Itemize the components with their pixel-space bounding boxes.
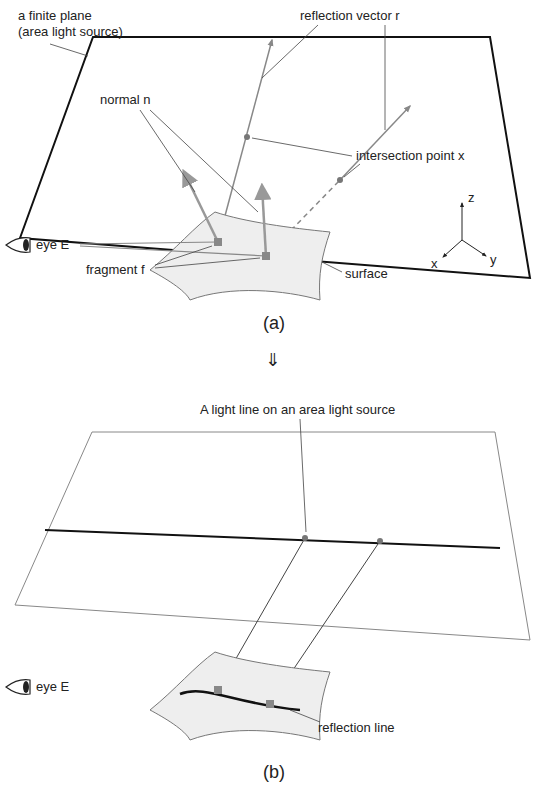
axis-label: z — [468, 190, 475, 205]
fragment-label: fragment f — [86, 262, 145, 277]
down-arrow-symbol: ⇓ — [265, 350, 280, 370]
axes — [443, 203, 486, 257]
surface — [150, 652, 330, 740]
light-line — [45, 530, 500, 548]
fragment-dot — [214, 686, 222, 694]
plane-label: a finite plane — [18, 8, 92, 23]
intersection-dot — [302, 535, 308, 541]
eye-label: eye E — [36, 237, 69, 252]
axis-label: x — [431, 256, 438, 271]
fragment-dot — [214, 238, 222, 246]
fragment-dot — [262, 252, 270, 260]
reflection-line — [180, 691, 300, 710]
surface — [150, 212, 330, 300]
figure-tag: (b) — [263, 762, 285, 782]
axis-label: y — [490, 252, 497, 267]
fragment-dot — [266, 700, 274, 708]
eye-label: eye E — [36, 679, 69, 694]
intersection-dot — [377, 538, 383, 544]
intersection-label: intersection point x — [356, 148, 464, 163]
normal-label: normal n — [100, 92, 151, 107]
eye-icon — [6, 238, 30, 253]
figure-tag: (a) — [263, 313, 285, 333]
vector-label: reflection vector r — [300, 8, 400, 23]
surface-label: surface — [345, 266, 388, 281]
plane-label: (area light source) — [18, 24, 123, 39]
reflection-line-label: reflection line — [318, 720, 395, 735]
eye-ray — [80, 246, 266, 256]
eye-icon — [6, 680, 30, 695]
intersection-dot — [337, 177, 343, 183]
leader-lines — [290, 419, 320, 722]
normal-arrow — [262, 186, 266, 256]
eye-ray — [80, 242, 218, 244]
reflection-vector — [340, 106, 410, 180]
leader-lines — [50, 25, 385, 272]
light-line-label: A light line on an area light source — [200, 402, 395, 417]
area-light-plane — [15, 432, 530, 640]
intersection-dot — [244, 134, 250, 140]
